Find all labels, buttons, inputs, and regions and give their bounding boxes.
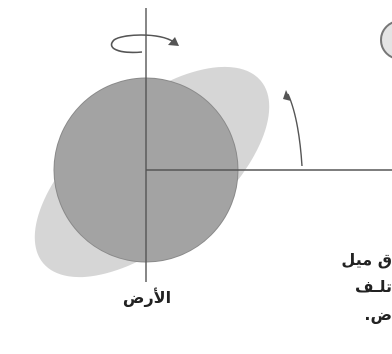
cropped-text-line-2: تلـف xyxy=(355,277,392,296)
cropped-circle-marker xyxy=(381,21,392,59)
rotation-arrow-icon xyxy=(112,35,179,52)
tilt-angle-arc xyxy=(283,90,302,166)
cropped-text-line-3: ض. xyxy=(364,305,392,324)
cropped-text-line-1: ق ميل xyxy=(341,250,392,269)
earth-label: الأرض xyxy=(112,288,182,307)
